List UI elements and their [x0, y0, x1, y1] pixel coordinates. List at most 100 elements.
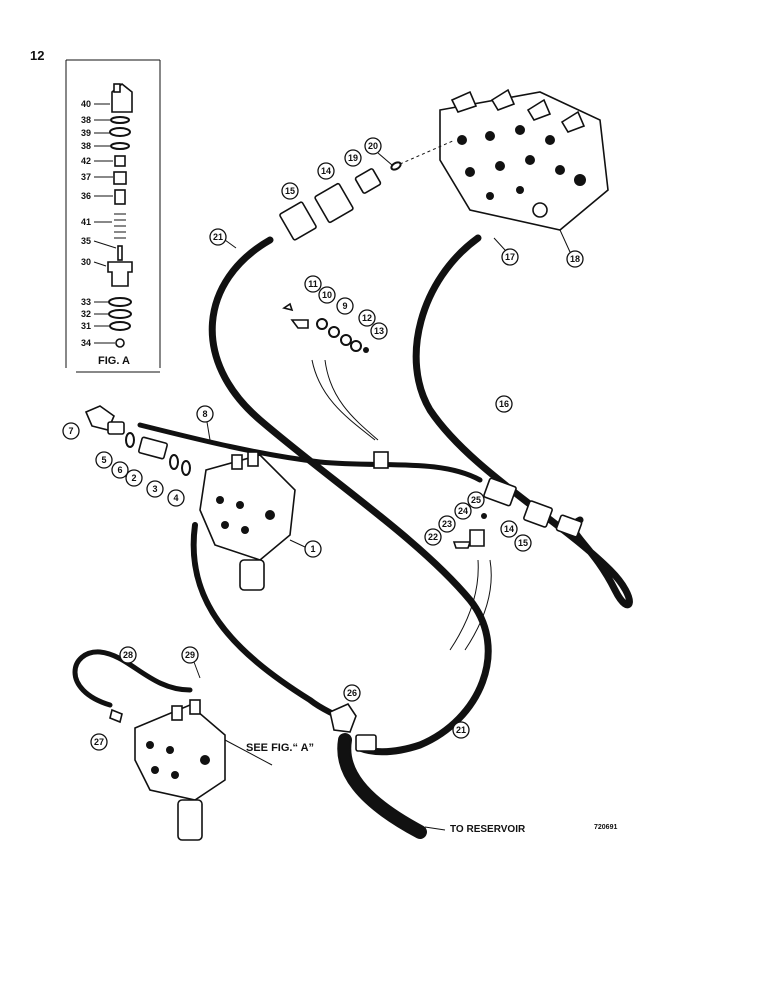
svg-text:21: 21: [456, 725, 466, 735]
right-fitting-chain: [483, 477, 583, 538]
callout-33: 33: [81, 297, 108, 307]
svg-text:31: 31: [81, 321, 91, 331]
callout-40: 40: [81, 99, 110, 109]
svg-text:7: 7: [68, 426, 73, 436]
svg-text:37: 37: [81, 172, 91, 182]
callout-37: 37: [81, 172, 113, 182]
relief-valve-stack: [107, 82, 133, 348]
leader-lines: [224, 739, 446, 831]
callout-16: 16: [495, 395, 513, 413]
svg-text:29: 29: [185, 650, 195, 660]
svg-text:1: 1: [310, 544, 315, 554]
upper-fitting-chain: [279, 139, 456, 241]
svg-text:38: 38: [81, 141, 91, 151]
svg-text:21: 21: [213, 232, 223, 242]
callout-14-lower: 14: [500, 520, 518, 538]
svg-text:3: 3: [152, 484, 157, 494]
callout-31: 31: [81, 321, 109, 331]
svg-text:15: 15: [518, 538, 528, 548]
page-number: 12: [30, 48, 44, 63]
svg-text:14: 14: [321, 166, 331, 176]
svg-text:11: 11: [308, 279, 318, 289]
svg-text:35: 35: [81, 236, 91, 246]
svg-text:4: 4: [173, 493, 178, 503]
callout-1: 1: [289, 539, 322, 558]
callout-2: 2: [125, 469, 143, 487]
svg-text:34: 34: [81, 338, 91, 348]
auxiliary-valve-1: [199, 451, 296, 591]
callout-29: 29: [181, 646, 201, 679]
svg-text:33: 33: [81, 297, 91, 307]
callout-30: 30: [81, 257, 107, 267]
svg-text:19: 19: [348, 153, 358, 163]
svg-text:40: 40: [81, 99, 91, 109]
callout-20: 20: [364, 137, 393, 166]
callout-3: 3: [146, 480, 164, 498]
callout-4: 4: [167, 489, 185, 507]
callout-19: 19: [344, 149, 362, 167]
svg-text:17: 17: [505, 252, 515, 262]
callout-17: 17: [493, 237, 519, 266]
callout-38: 38: [81, 115, 110, 125]
svg-text:38: 38: [81, 115, 91, 125]
svg-text:28: 28: [123, 650, 133, 660]
svg-text:15: 15: [285, 186, 295, 196]
svg-text:16: 16: [499, 399, 509, 409]
see-fig-a-label: SEE FIG.“ A”: [246, 742, 314, 754]
callout-35: 35: [81, 236, 117, 249]
callout-22: 22: [424, 528, 442, 546]
callout-5: 5: [95, 451, 113, 469]
clamp-hardware: [282, 302, 379, 441]
svg-text:42: 42: [81, 156, 91, 166]
svg-text:23: 23: [442, 519, 452, 529]
callout-7: 7: [62, 422, 80, 440]
svg-text:41: 41: [81, 217, 91, 227]
callout-42: 42: [81, 156, 113, 166]
callout-39: 39: [81, 128, 110, 138]
svg-text:25: 25: [471, 495, 481, 505]
callout-15-lower: 15: [514, 534, 532, 552]
callout-14-upper: 14: [317, 162, 335, 180]
callout-10: 10: [318, 286, 336, 304]
svg-text:36: 36: [81, 191, 91, 201]
tee-fitting-26: [329, 702, 377, 752]
callout-23: 23: [438, 515, 456, 533]
clamp-22-25: [449, 513, 492, 651]
svg-text:22: 22: [428, 532, 438, 542]
callout-13: 13: [370, 322, 388, 340]
callout-18: 18: [559, 229, 584, 268]
fig-a-inset: FIG. A: [65, 59, 161, 373]
callout-25: 25: [467, 491, 485, 509]
svg-text:39: 39: [81, 128, 91, 138]
callout-41: 41: [81, 217, 112, 227]
callout-9: 9: [336, 297, 354, 315]
callout-8: 8: [196, 405, 214, 441]
svg-text:30: 30: [81, 257, 91, 267]
loader-control-valve: [439, 88, 609, 231]
svg-text:18: 18: [570, 254, 580, 264]
callout-34: 34: [81, 338, 115, 348]
svg-text:2: 2: [131, 473, 136, 483]
svg-text:5: 5: [101, 455, 106, 465]
callout-36: 36: [81, 191, 113, 201]
svg-text:12: 12: [362, 313, 372, 323]
callout-26: 26: [343, 684, 361, 702]
callout-24: 24: [454, 502, 472, 520]
callout-38b: 38: [81, 141, 110, 151]
svg-text:10: 10: [322, 290, 332, 300]
left-fitting-chain: [84, 405, 191, 476]
callout-27: 27: [90, 733, 108, 751]
fig-a-caption: FIG. A: [98, 355, 130, 367]
svg-text:14: 14: [504, 524, 514, 534]
svg-text:6: 6: [117, 465, 122, 475]
svg-text:26: 26: [347, 688, 357, 698]
svg-text:13: 13: [374, 326, 384, 336]
drawing-number: 720691: [594, 824, 617, 831]
main-callouts: 1 2 3 4 5 6 7 8 9 10 11 12 13 14 14 15 1…: [62, 137, 584, 751]
svg-text:9: 9: [342, 301, 347, 311]
svg-text:20: 20: [368, 141, 378, 151]
callout-21-lower: 21: [452, 721, 470, 739]
callout-11: 11: [304, 275, 322, 293]
tube-8: [137, 422, 483, 483]
